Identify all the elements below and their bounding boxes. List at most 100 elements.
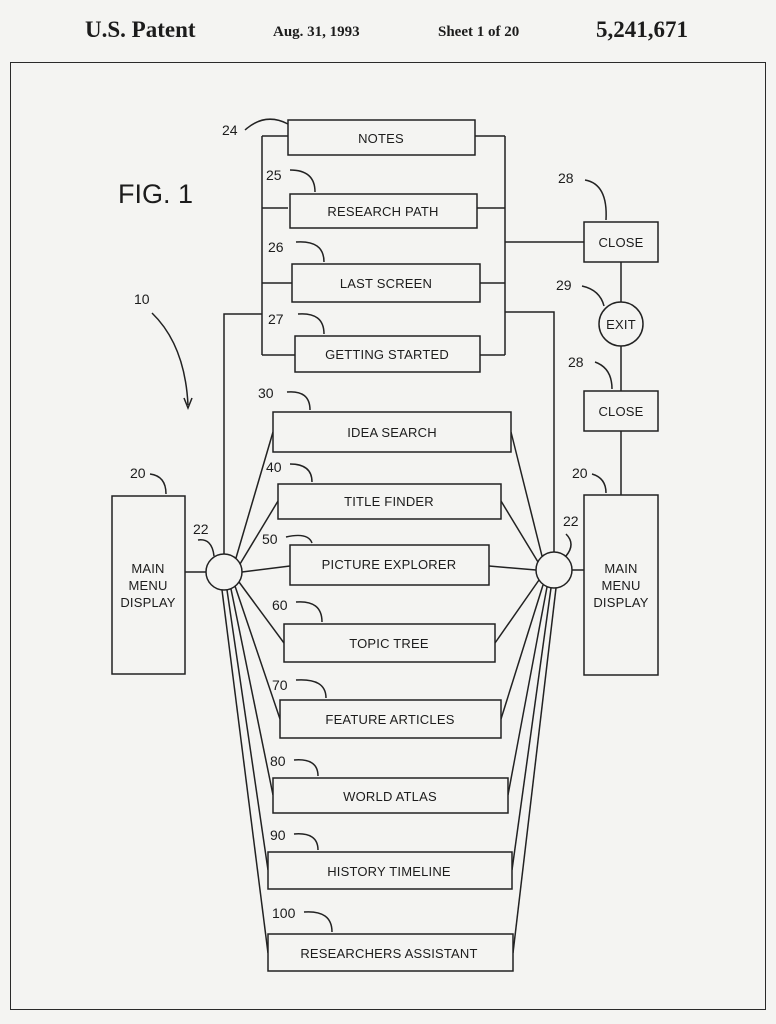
main-menu-right-line3: DISPLAY — [593, 595, 648, 610]
junction-left — [205, 553, 243, 591]
exit-label: EXIT — [606, 317, 636, 332]
connector — [507, 586, 548, 796]
close-bottom-box — [583, 390, 659, 432]
feature-articles-box — [279, 699, 502, 739]
connector — [293, 759, 319, 777]
connector — [494, 579, 540, 644]
connector — [565, 533, 572, 557]
ref-10: 10 — [134, 291, 150, 307]
connector — [500, 500, 539, 563]
main-menu-right-line2: MENU — [601, 578, 640, 593]
connector — [591, 473, 607, 494]
patent-date: Aug. 31, 1993 — [273, 24, 360, 40]
ref-60: 60 — [272, 597, 288, 613]
connector — [581, 285, 605, 307]
picture-explorer-box — [289, 544, 490, 586]
getting-started-label: GETTING STARTED — [325, 347, 449, 362]
connector — [289, 463, 313, 483]
getting-started-box — [294, 335, 481, 373]
ref-27: 27 — [268, 311, 284, 327]
junction-right — [535, 551, 573, 589]
main-menu-left-box — [111, 495, 186, 675]
connector — [197, 539, 215, 557]
connector — [221, 589, 269, 954]
ref-29: 29 — [556, 277, 572, 293]
ref-24: 24 — [222, 122, 238, 138]
last-screen-label: LAST SCREEN — [340, 276, 432, 291]
idea-search-box — [272, 411, 512, 453]
connector — [512, 587, 557, 954]
connector — [488, 565, 537, 571]
notes-box — [287, 119, 476, 156]
connector — [149, 473, 167, 495]
ref-22-right: 22 — [563, 513, 579, 529]
history-timeline-box — [267, 851, 513, 890]
main-menu-right-line1: MAIN — [604, 561, 637, 576]
connector — [238, 581, 285, 644]
connector — [285, 534, 313, 544]
ref-28-top: 28 — [558, 170, 574, 186]
main-menu-right-box — [583, 494, 659, 676]
ref-10-arrow — [151, 312, 189, 406]
connector — [289, 169, 316, 193]
world-atlas-label: WORLD ATLAS — [343, 789, 437, 804]
connector — [241, 565, 291, 573]
ref-40: 40 — [266, 459, 282, 475]
connector — [297, 313, 325, 335]
connector — [295, 601, 323, 623]
main-menu-left-line3: DISPLAY — [120, 595, 175, 610]
ref-30: 30 — [258, 385, 274, 401]
connector — [230, 588, 274, 796]
researchers-assistant-label: RESEARCHERS ASSISTANT — [300, 946, 477, 961]
ref-100: 100 — [272, 905, 296, 921]
ref-25: 25 — [266, 167, 282, 183]
close-top-label: CLOSE — [598, 235, 643, 250]
drawing-frame — [10, 62, 766, 1010]
patent-title: U.S. Patent — [85, 17, 196, 42]
connector — [234, 585, 281, 720]
main-menu-left-line1: MAIN — [131, 561, 164, 576]
connector — [244, 118, 289, 131]
title-finder-label: TITLE FINDER — [344, 494, 434, 509]
picture-explorer-label: PICTURE EXPLORER — [322, 557, 457, 572]
feature-articles-label: FEATURE ARTICLES — [325, 712, 454, 727]
connector — [293, 833, 319, 851]
connector — [303, 911, 333, 933]
ref-20-left: 20 — [130, 465, 146, 481]
ref-26: 26 — [268, 239, 284, 255]
connector — [239, 500, 279, 565]
figure-label: FIG. 1 — [118, 179, 193, 209]
ref-20-right: 20 — [572, 465, 588, 481]
ref-70: 70 — [272, 677, 288, 693]
ref-50: 50 — [262, 531, 278, 547]
last-screen-box — [291, 263, 481, 303]
connector — [594, 361, 613, 390]
sheet-indicator: Sheet 1 of 20 — [438, 24, 520, 40]
ref-22-left: 22 — [193, 521, 209, 537]
world-atlas-box — [272, 777, 509, 814]
connector — [510, 431, 543, 557]
history-timeline-label: HISTORY TIMELINE — [327, 864, 451, 879]
connector — [500, 584, 544, 720]
close-bottom-label: CLOSE — [598, 404, 643, 419]
connector — [226, 589, 269, 871]
connector — [584, 179, 607, 221]
topic-tree-box — [283, 623, 496, 663]
ref-10-arrowhead — [183, 397, 193, 411]
ref-28-bottom: 28 — [568, 354, 584, 370]
idea-search-label: IDEA SEARCH — [347, 425, 437, 440]
connector — [295, 241, 325, 263]
research-path-box — [289, 193, 478, 229]
ref-80: 80 — [270, 753, 286, 769]
connector — [505, 311, 555, 555]
connector — [511, 587, 552, 871]
notes-label: NOTES — [358, 131, 404, 146]
patent-header: U.S. Patent Aug. 31, 1993 Sheet 1 of 20 … — [0, 0, 776, 60]
connector — [223, 313, 262, 555]
title-finder-box — [277, 483, 502, 520]
connector — [235, 431, 274, 559]
ref-90: 90 — [270, 827, 286, 843]
researchers-assistant-box — [267, 933, 514, 972]
main-menu-left-line2: MENU — [128, 578, 167, 593]
